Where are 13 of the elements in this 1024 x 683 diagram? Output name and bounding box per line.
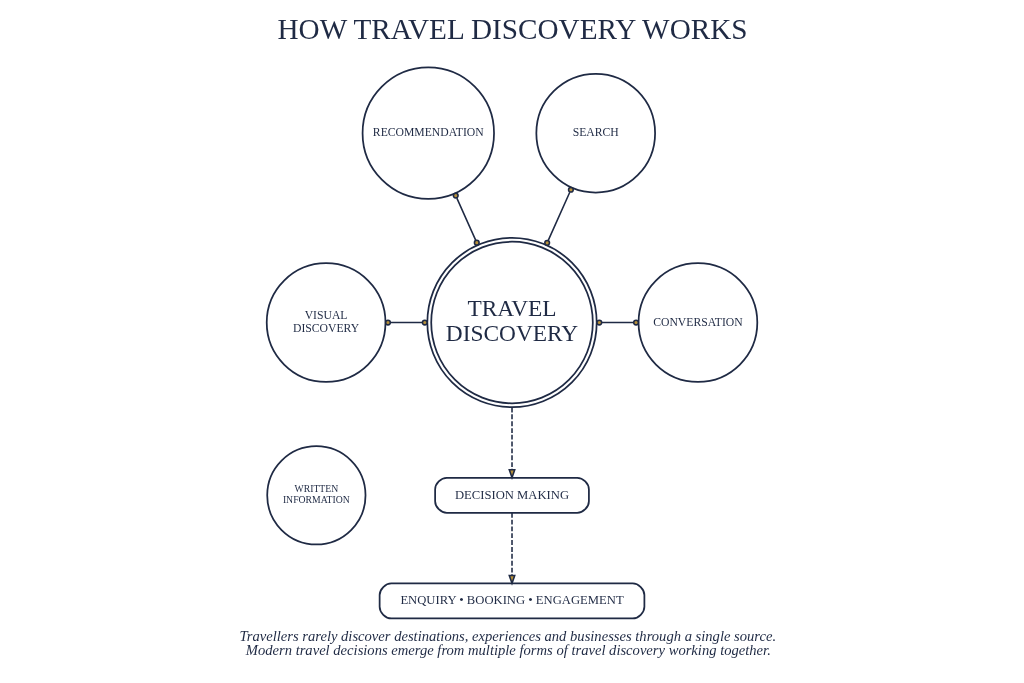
connector xyxy=(543,186,574,246)
arrow xyxy=(507,512,516,586)
node-circle: CONVERSATION xyxy=(637,262,758,383)
node-box: DECISION MAKING xyxy=(433,476,590,514)
connector xyxy=(384,319,428,326)
connector xyxy=(452,192,480,246)
connector xyxy=(595,319,639,326)
node-circle: WRITTEN INFORMATION xyxy=(265,445,366,546)
arrow xyxy=(507,406,516,480)
diagram-title: HOW TRAVEL DISCOVERY WORKS xyxy=(276,13,748,46)
node-box: ENQUIRY • BOOKING • ENGAGEMENT xyxy=(378,582,645,620)
caption: Travellers rarely discover destinations, experiences and businesses through a single source. Modern travel decisions emerge from multiple forms of travel discovery working together. xyxy=(238,627,776,659)
node-circle: VISUAL DISCOVERY xyxy=(265,262,386,383)
